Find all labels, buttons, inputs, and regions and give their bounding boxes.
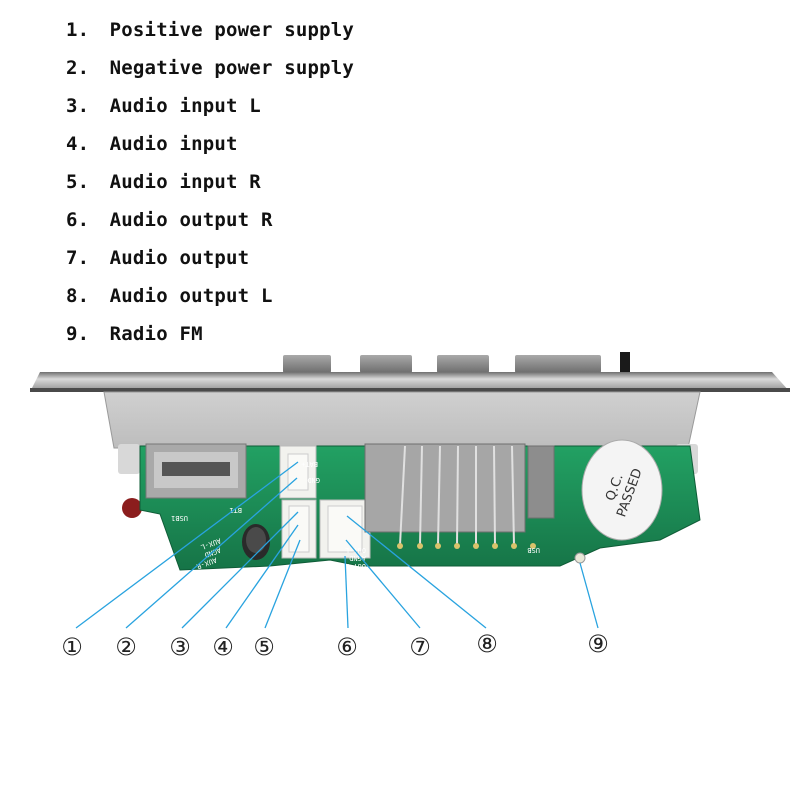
- pin-markers: ① ② ③ ④ ⑤ ⑥ ⑦ ⑧ ⑨: [61, 630, 609, 661]
- left-screw-icon: [122, 498, 142, 518]
- silk-usb: USB: [527, 546, 540, 554]
- marker-7: ⑦: [409, 633, 431, 661]
- capacitor: [242, 524, 270, 560]
- marker-6: ⑥: [336, 633, 358, 661]
- legend-item-3: 3. Audio input L: [66, 95, 261, 117]
- marker-5: ⑤: [253, 633, 275, 661]
- sd-card-slot: [364, 443, 555, 533]
- silk-bat-plus: BAT+: [301, 460, 318, 468]
- legend-item-9: 9. Radio FM: [66, 323, 203, 345]
- marker-8: ⑧: [476, 630, 498, 658]
- legend-item-7: 7. Audio output: [66, 247, 250, 269]
- marker-9: ⑨: [587, 630, 609, 658]
- silk-out-r: OUT-R: [344, 562, 366, 570]
- usb-port: [145, 443, 247, 499]
- silk-gnd: GND: [307, 476, 320, 484]
- leader-lines: [75, 461, 599, 629]
- legend-item-4: 4. Audio input: [66, 133, 238, 155]
- legend-item-5: 5. Audio input R: [66, 171, 261, 193]
- faceplate: [30, 372, 790, 392]
- marker-2: ②: [115, 633, 137, 661]
- pin-legend-list: 1. Positive power supply 2. Negative pow…: [66, 16, 354, 358]
- legend-item-1: 1. Positive power supply: [66, 19, 355, 41]
- front-buttons: [283, 352, 630, 374]
- qc-passed-sticker: Q.C. PASSED: [581, 439, 663, 541]
- legend-item-8: 8. Audio output L: [66, 285, 273, 307]
- marker-3: ③: [169, 633, 191, 661]
- pin-header: [399, 445, 515, 546]
- left-clip: [118, 444, 140, 474]
- marker-4: ④: [212, 633, 234, 661]
- housing: [103, 391, 701, 449]
- silk-out-l: OUT-L: [345, 546, 366, 554]
- audio-input-connector: [281, 499, 317, 559]
- fm-antenna-pad: [574, 552, 586, 564]
- silk-bt1: BT1: [229, 506, 242, 514]
- legend-item-6: 6. Audio output R: [66, 209, 273, 231]
- audio-output-connector: [319, 499, 371, 559]
- legend-item-2: 2. Negative power supply: [66, 57, 355, 79]
- solder-pads: [397, 543, 536, 549]
- silk-usb1: USB1: [171, 514, 188, 522]
- marker-1: ①: [61, 633, 83, 661]
- silk-agnd2: AGND: [349, 554, 366, 562]
